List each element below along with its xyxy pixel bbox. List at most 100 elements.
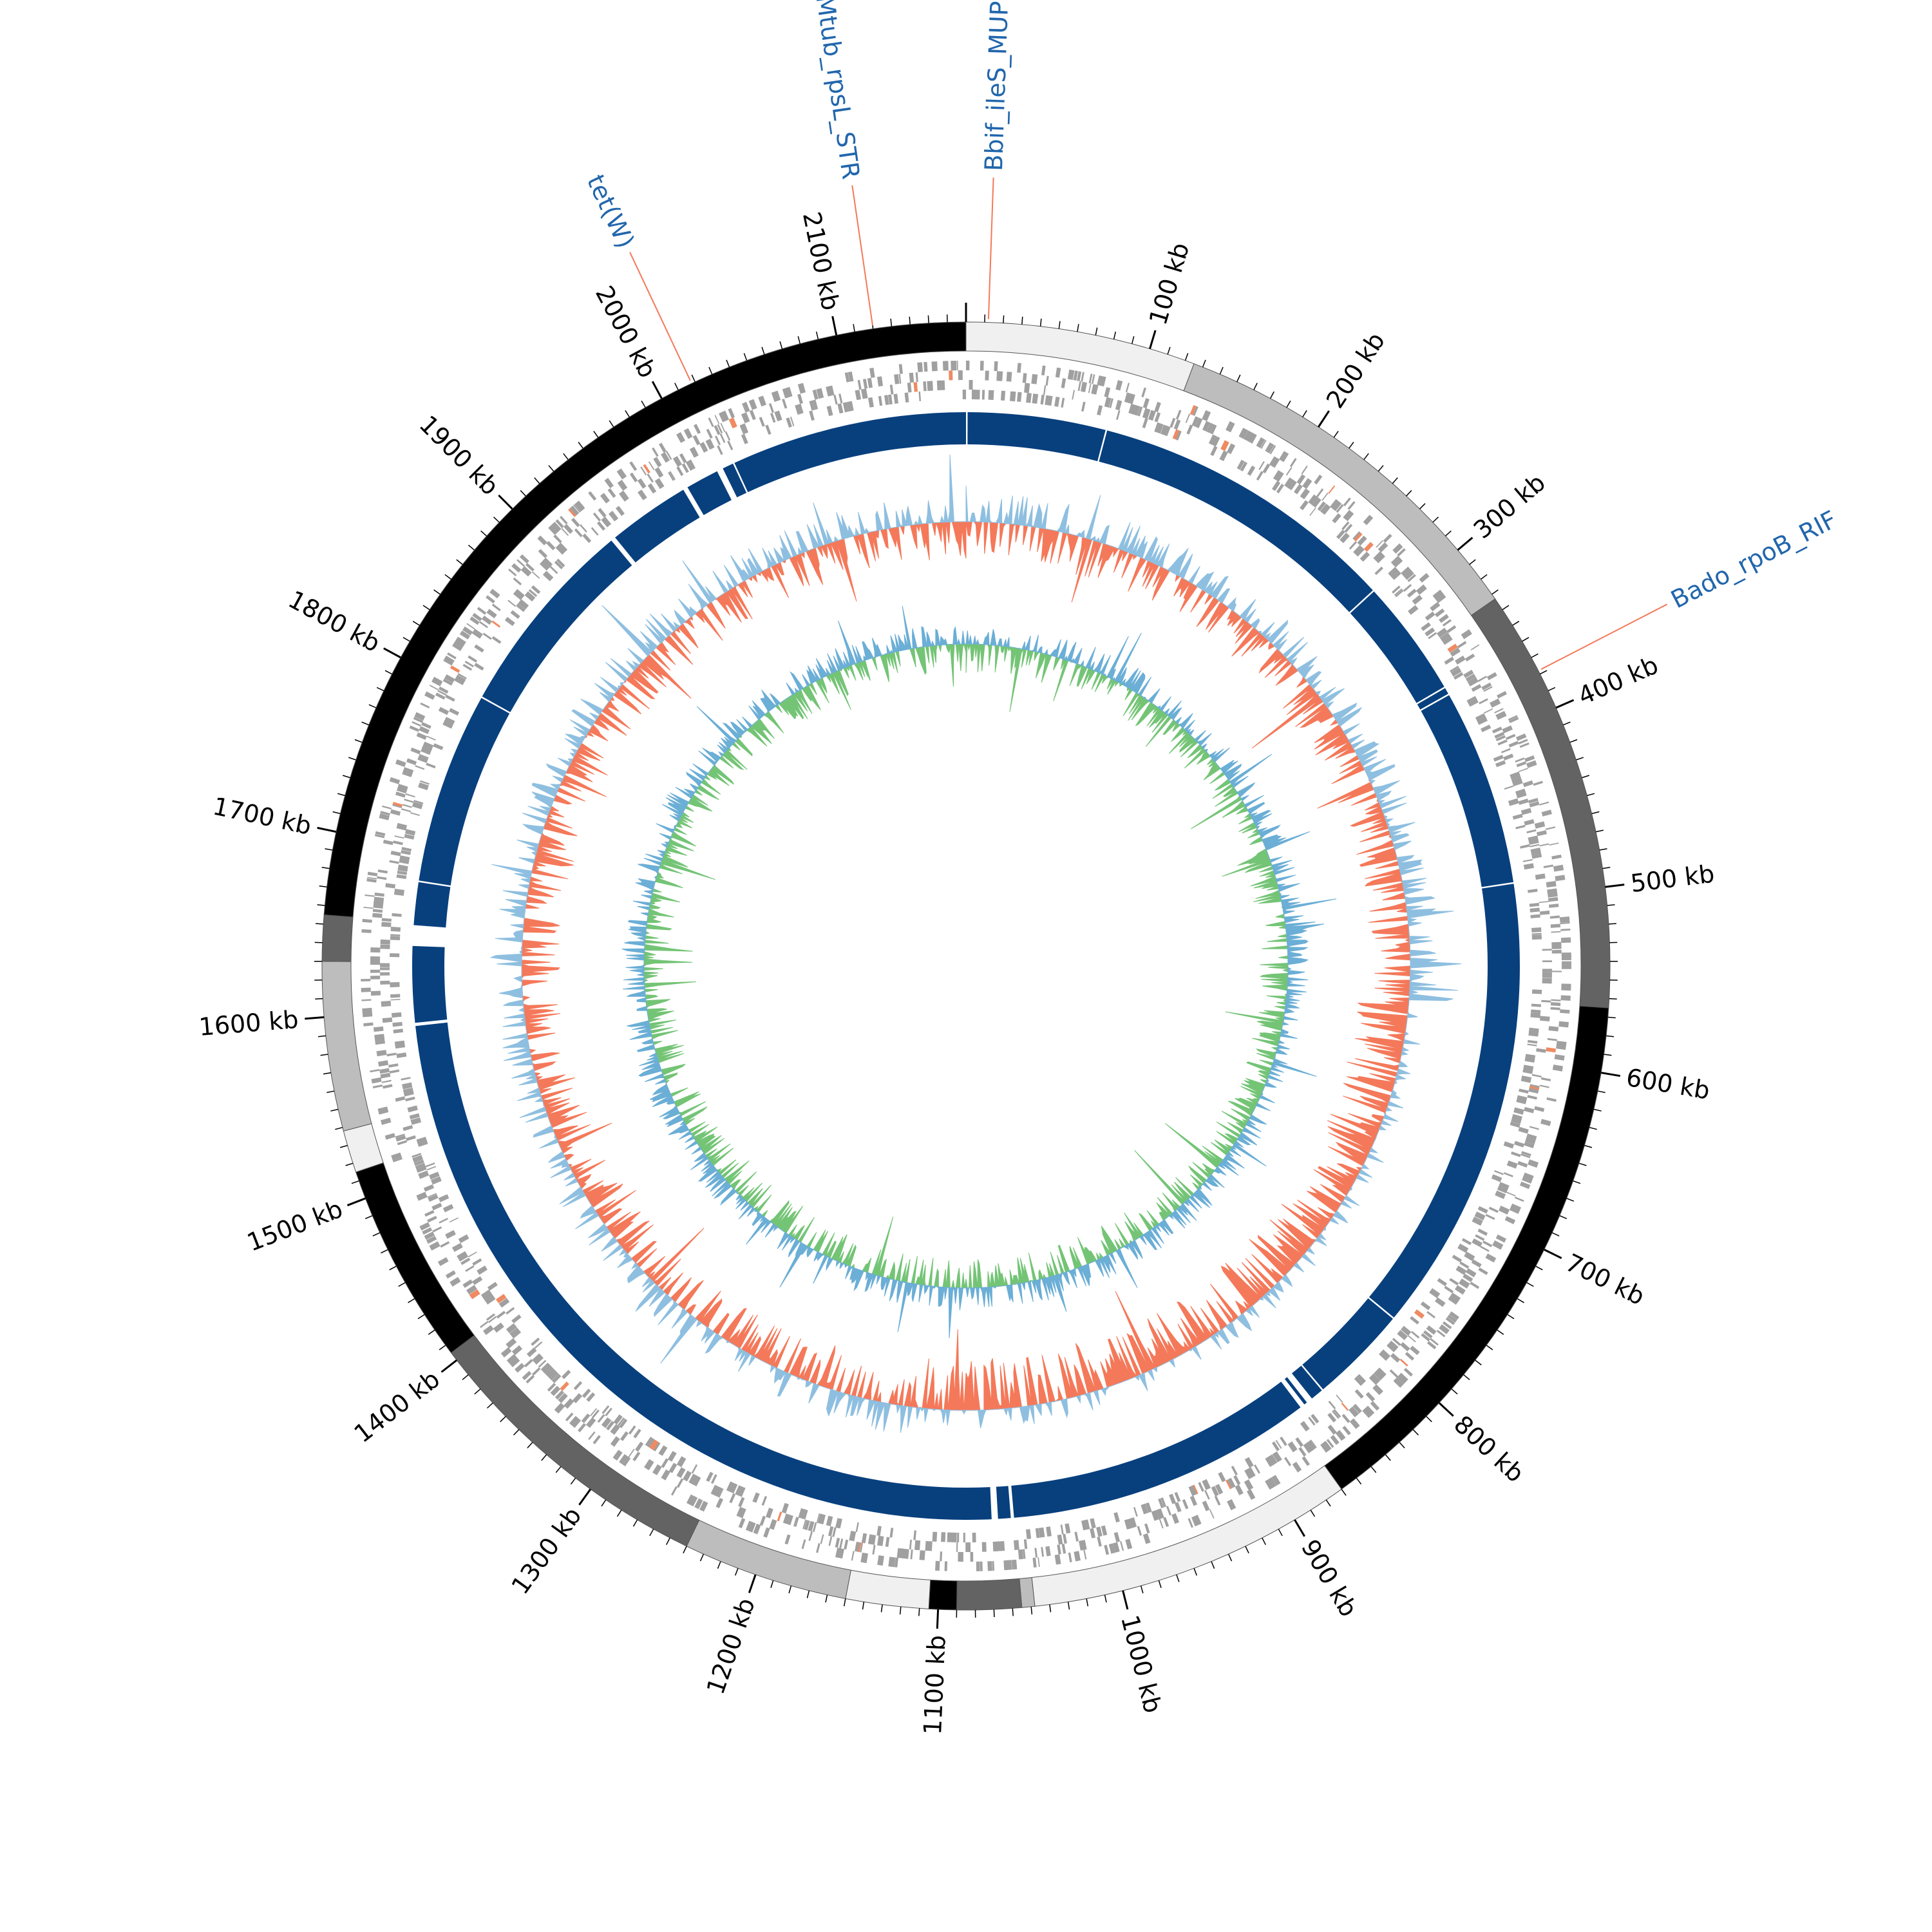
gene-block bbox=[573, 504, 581, 513]
gene-block bbox=[1485, 1213, 1495, 1220]
gene-block bbox=[1014, 1540, 1019, 1550]
gene-block bbox=[1435, 593, 1446, 603]
gene-block bbox=[1401, 566, 1412, 577]
gene-block bbox=[855, 1541, 859, 1552]
gene-block bbox=[1085, 1519, 1090, 1530]
gene-block bbox=[395, 1096, 406, 1102]
gene-block bbox=[1137, 1526, 1142, 1536]
gene-block bbox=[1031, 374, 1038, 384]
gene-block bbox=[1356, 1376, 1365, 1384]
gene-block bbox=[1175, 430, 1182, 440]
gene-block bbox=[1320, 1442, 1330, 1453]
blast-hit-segment bbox=[482, 540, 632, 712]
minor-tick bbox=[439, 1345, 446, 1350]
gene-block bbox=[392, 913, 402, 917]
gene-block bbox=[907, 383, 912, 393]
gene-block bbox=[1336, 1394, 1343, 1403]
gene-block bbox=[1463, 670, 1474, 678]
minor-tick bbox=[609, 420, 614, 428]
gene-block bbox=[480, 1321, 489, 1329]
gene-block bbox=[439, 1218, 449, 1224]
gene-block bbox=[771, 391, 780, 402]
gene-block bbox=[390, 927, 401, 929]
gene-block bbox=[1271, 1475, 1281, 1486]
gene-block bbox=[1524, 1106, 1535, 1113]
gene-block bbox=[744, 402, 750, 412]
gene-block bbox=[889, 384, 893, 395]
gene-block bbox=[1343, 509, 1353, 520]
gene-block bbox=[737, 1486, 746, 1497]
gene-block bbox=[1509, 717, 1519, 723]
gene-block bbox=[589, 1419, 596, 1428]
minor-tick bbox=[456, 559, 463, 565]
minor-tick bbox=[761, 346, 765, 355]
minor-tick bbox=[862, 1602, 865, 1610]
gene-block bbox=[1531, 989, 1542, 994]
gene-block bbox=[1481, 724, 1492, 732]
gene-block bbox=[1434, 591, 1444, 600]
gene-block bbox=[466, 1285, 475, 1291]
gene-block bbox=[382, 805, 392, 810]
gene-block bbox=[951, 1532, 957, 1542]
gene-block bbox=[542, 571, 554, 582]
gene-block bbox=[635, 1441, 644, 1452]
gene-block bbox=[1099, 376, 1105, 386]
gene-block bbox=[454, 679, 464, 685]
gene-block bbox=[410, 1117, 422, 1125]
gene-block bbox=[1320, 504, 1327, 513]
gene-block bbox=[1434, 608, 1445, 618]
gene-block bbox=[717, 424, 723, 434]
gene-block bbox=[1550, 1002, 1561, 1007]
gene-block bbox=[1353, 545, 1364, 556]
gene-block bbox=[890, 1557, 896, 1567]
minor-tick bbox=[1104, 1595, 1107, 1603]
gene-block bbox=[649, 1439, 659, 1450]
minor-tick bbox=[1548, 687, 1556, 692]
gene-block bbox=[1081, 1540, 1087, 1550]
minor-tick bbox=[593, 430, 599, 438]
gene-block bbox=[1104, 397, 1112, 408]
gene-block bbox=[1329, 1412, 1337, 1422]
gene-block bbox=[1376, 1367, 1387, 1378]
gene-block bbox=[1495, 1234, 1507, 1243]
gene-block bbox=[1515, 824, 1526, 829]
gene-block bbox=[568, 507, 578, 517]
gene-block bbox=[380, 811, 390, 816]
gene-block bbox=[891, 384, 894, 395]
blast-hit-segment bbox=[1350, 591, 1444, 703]
gene-block bbox=[1171, 1513, 1180, 1524]
gene-block bbox=[482, 1325, 493, 1334]
minor-tick bbox=[1486, 1345, 1493, 1350]
gene-block bbox=[538, 1359, 547, 1368]
gene-block bbox=[1453, 672, 1464, 680]
gene-block bbox=[1218, 1472, 1226, 1482]
gene-block bbox=[1395, 589, 1404, 598]
gene-block bbox=[1276, 484, 1284, 494]
gene-block bbox=[526, 1374, 535, 1384]
gene-block bbox=[1400, 1342, 1410, 1352]
gene-block bbox=[1145, 1502, 1152, 1513]
gene-block bbox=[591, 527, 599, 536]
gene-block bbox=[1189, 1495, 1198, 1506]
gene-block bbox=[862, 379, 868, 389]
gene-block bbox=[401, 808, 412, 813]
gene-block bbox=[1284, 1457, 1292, 1466]
gene-block bbox=[1503, 1172, 1513, 1177]
gene-block bbox=[748, 399, 757, 410]
gene-block bbox=[1551, 949, 1562, 954]
gene-block bbox=[1024, 383, 1030, 393]
minor-tick bbox=[1262, 1537, 1266, 1546]
gene-block bbox=[1461, 629, 1472, 639]
gene-block bbox=[829, 385, 835, 396]
gene-block bbox=[1156, 1508, 1164, 1520]
gene-block bbox=[1499, 1182, 1510, 1189]
gene-block bbox=[370, 1069, 380, 1073]
gene-block bbox=[1088, 383, 1092, 393]
minor-tick bbox=[1602, 867, 1611, 869]
gene-block bbox=[372, 909, 383, 913]
gene-block bbox=[394, 889, 404, 895]
gene-block bbox=[1202, 1479, 1211, 1490]
gene-block bbox=[1247, 432, 1257, 444]
gene-block bbox=[1359, 551, 1368, 560]
gene-block bbox=[1528, 1159, 1539, 1168]
